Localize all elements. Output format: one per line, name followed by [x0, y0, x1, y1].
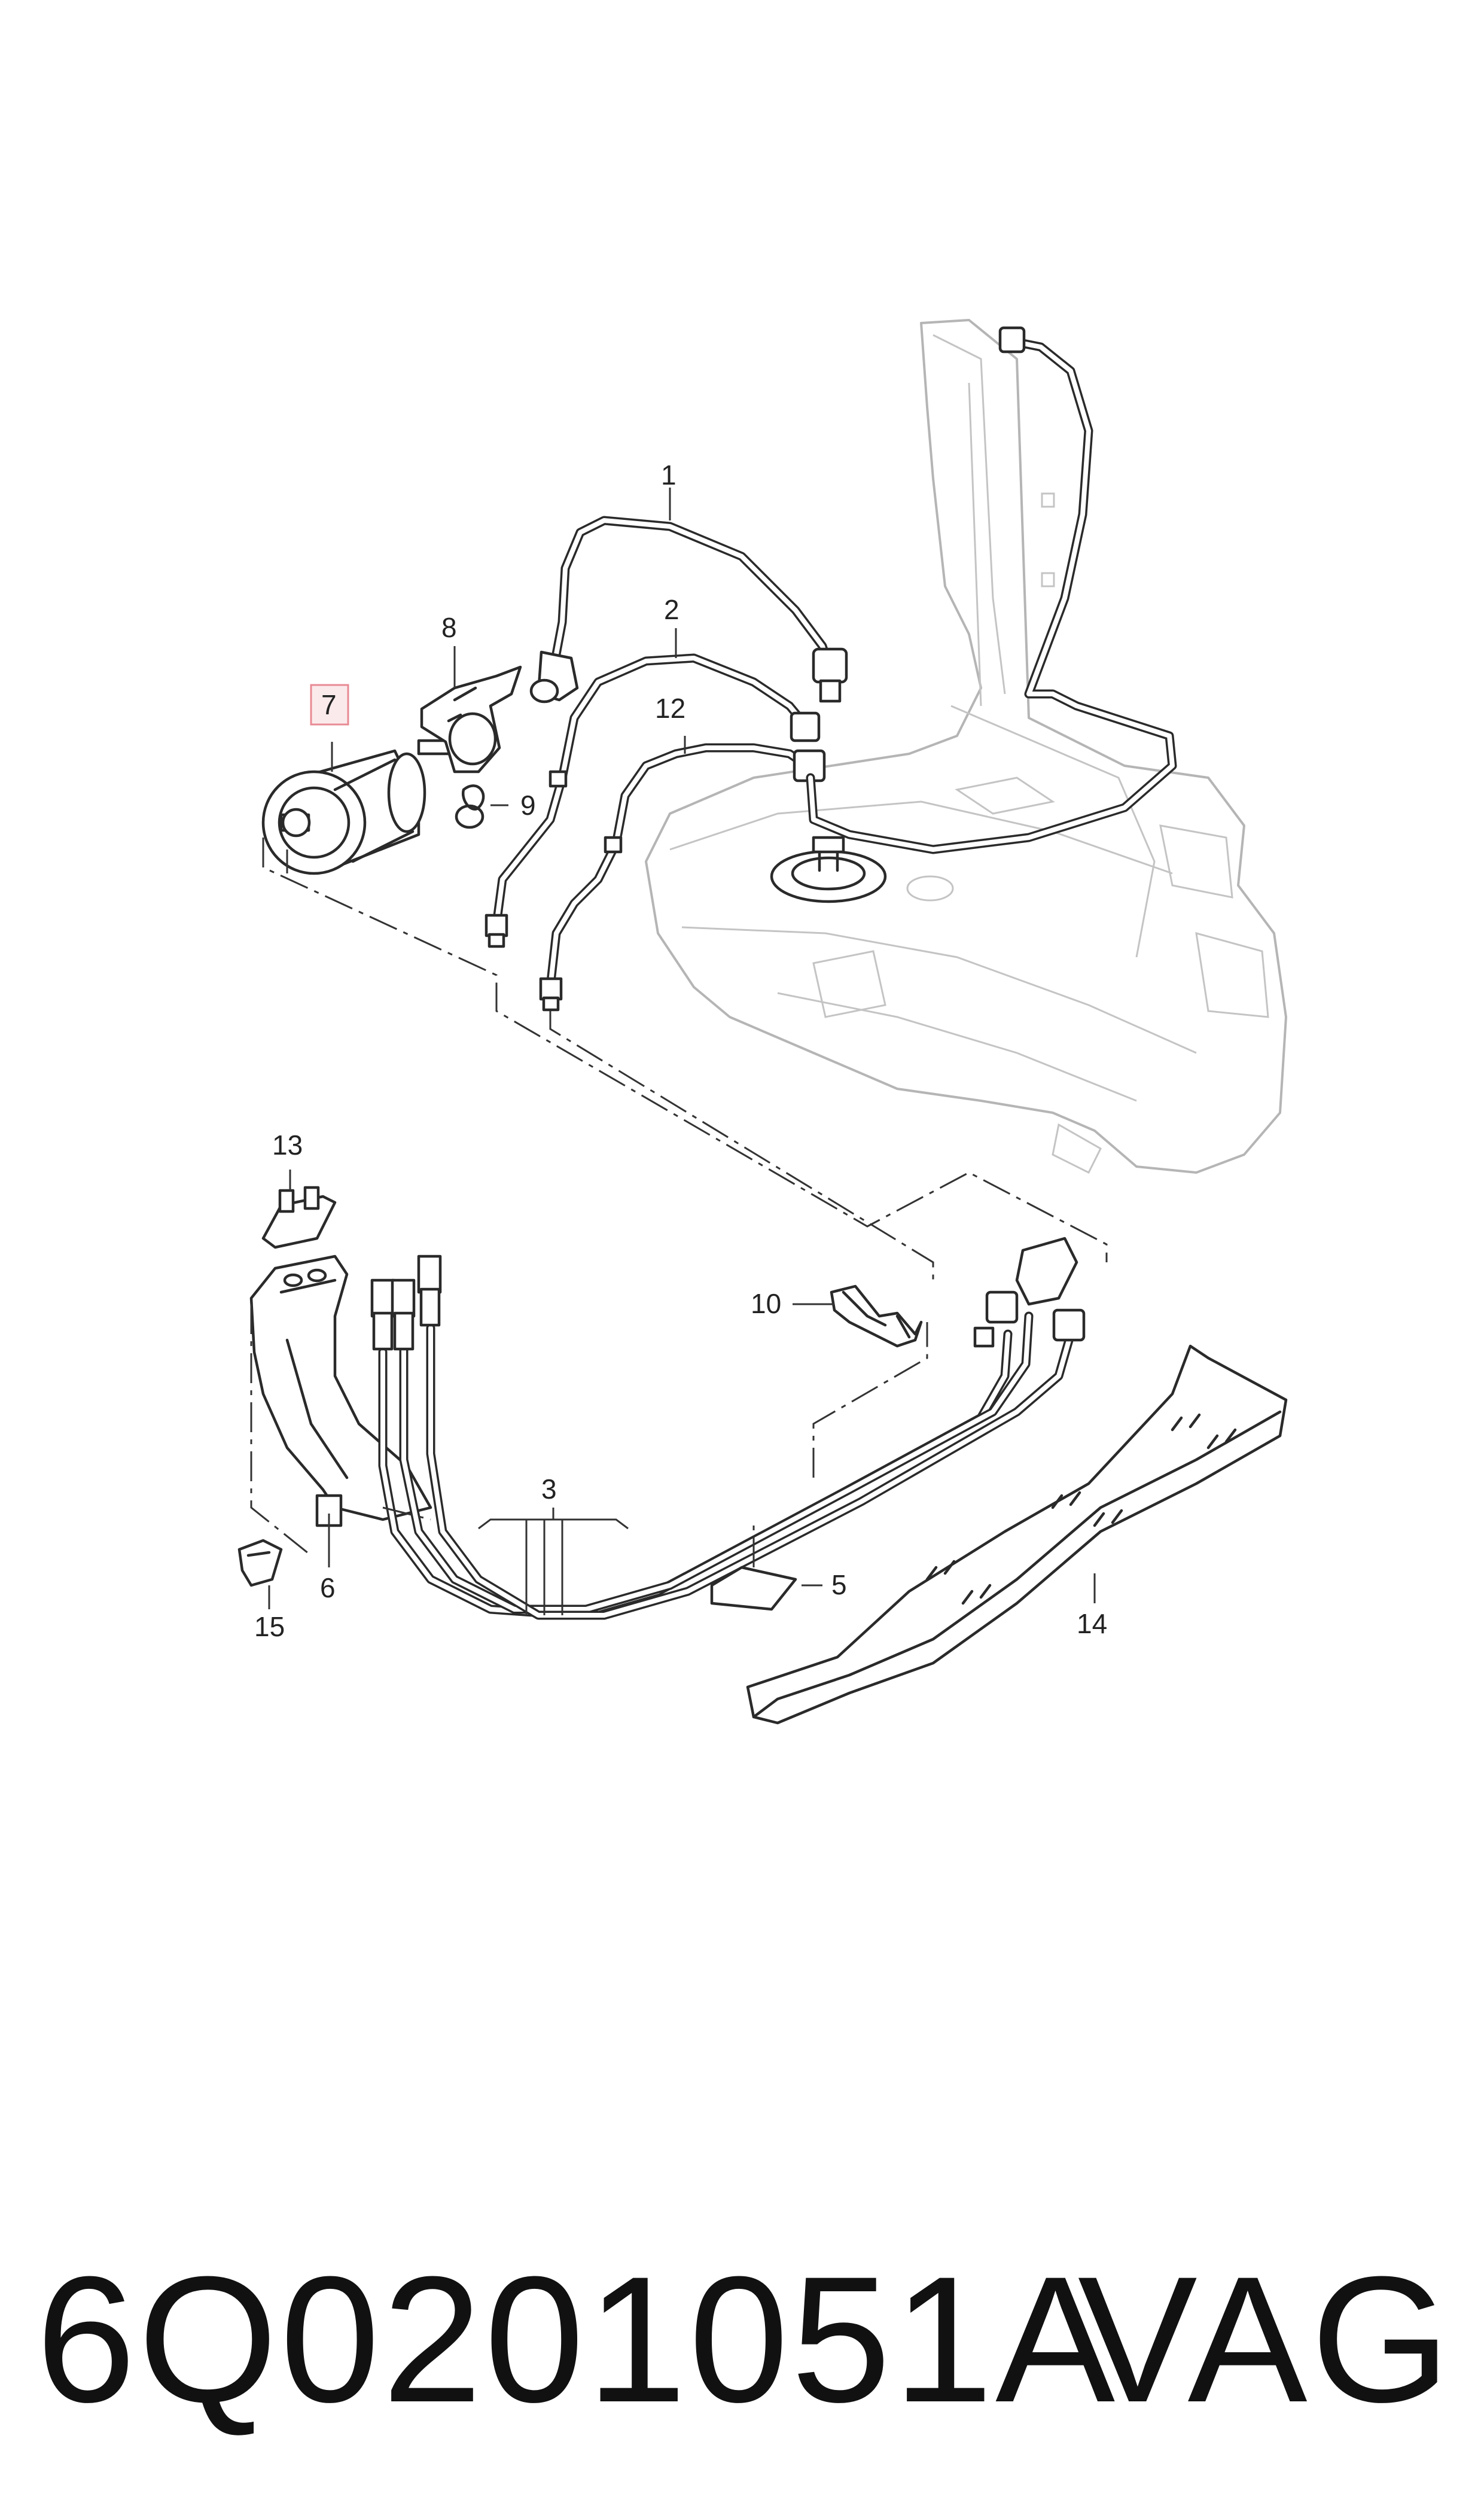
callout-10[interactable]: 10: [751, 1288, 781, 1319]
callout-1[interactable]: 1: [661, 459, 677, 491]
callout-7[interactable]: 7: [321, 689, 337, 720]
callout-13[interactable]: 13: [272, 1129, 303, 1161]
callout-8[interactable]: 8: [441, 612, 457, 643]
callout-15[interactable]: 15: [254, 1611, 285, 1642]
callout-3[interactable]: 3: [541, 1473, 557, 1505]
holder-10: [830, 1284, 923, 1348]
brand-name: VAG: [1077, 2239, 1454, 2440]
parts-diagram: 1 2 12 8 9 7 13 10 3 5 6 14 15: [237, 319, 1288, 1725]
callout-7-highlight: [310, 684, 349, 726]
panel-14: [746, 1344, 1288, 1725]
callout-labels: 1 2 12 8 9 7 13 10 3 5 6 14 15: [254, 459, 1107, 1642]
callout-leaders: [268, 488, 1096, 1615]
vent-line-tank: [806, 326, 1177, 854]
pad-5: [710, 1566, 797, 1611]
fuel-tank: [645, 319, 1287, 1174]
callout-2[interactable]: 2: [664, 594, 679, 625]
callout-9[interactable]: 9: [520, 790, 536, 821]
callout-12[interactable]: 12: [655, 693, 685, 724]
bracket-8: [420, 665, 522, 774]
hose-1: [529, 516, 848, 704]
clip-9: [455, 784, 485, 829]
cap-13: [261, 1186, 337, 1249]
hose-12: [539, 743, 826, 1012]
callout-6[interactable]: 6: [320, 1572, 336, 1603]
pump-flange: [770, 836, 887, 903]
clip-15: [237, 1539, 283, 1587]
assembly-lines-lower: [250, 1304, 928, 1567]
part-number: 6Q0201051A: [36, 2239, 1118, 2440]
callout-5[interactable]: 5: [831, 1569, 847, 1600]
fuel-filter: [261, 739, 454, 875]
hose-2: [484, 653, 821, 948]
assembly-lines-upper: [262, 838, 1108, 1280]
callout-14[interactable]: 14: [1077, 1608, 1107, 1639]
